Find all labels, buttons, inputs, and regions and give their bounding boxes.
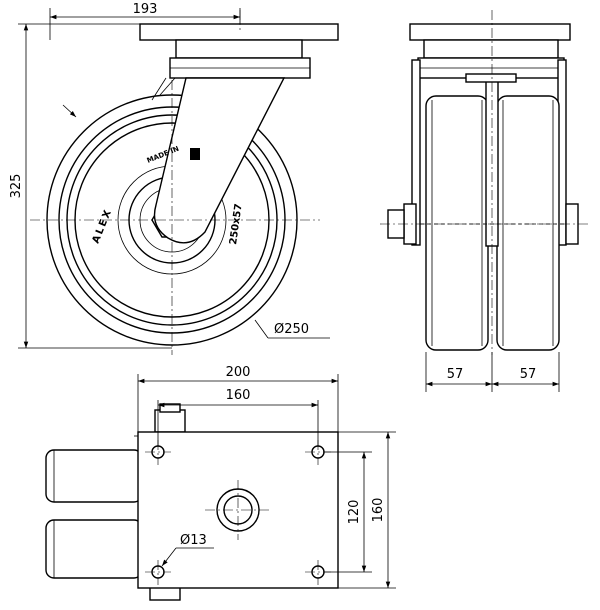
dim-plate-height: 160: [371, 498, 386, 523]
fork-leg-left: [411, 59, 421, 246]
front-view: 57 57: [380, 10, 590, 392]
front-top-plate: [409, 23, 571, 41]
brand-label: ALEX: [91, 207, 115, 245]
front-wheel-left: [425, 95, 489, 351]
plan-view: 200 160 120 160 Ø13: [45, 365, 396, 601]
fork-arm: [153, 77, 286, 244]
dim-hole-spacing-y: 120: [347, 500, 362, 525]
dim-hole-spacing-x: 160: [226, 388, 251, 403]
dim-hole-diameter: Ø13: [180, 533, 207, 548]
dim-top-plate-width: 193: [133, 2, 158, 17]
logo-mark: [190, 148, 200, 160]
side-view: MADE IN ALEX 250x57 193 325 Ø250: [9, 2, 339, 355]
dim-wheel-width-right: 57: [520, 367, 537, 382]
top-plate: [139, 23, 339, 41]
size-label: 250x57: [228, 203, 245, 245]
dim-wheel-width-left: 57: [447, 367, 464, 382]
swivel-head: [175, 39, 303, 59]
front-wheel-right: [496, 95, 560, 351]
dim-plate-width: 200: [226, 365, 251, 380]
plan-bolt-head: [154, 409, 186, 433]
dim-overall-height: 325: [9, 174, 24, 199]
plan-wheel-bottom: [45, 519, 143, 579]
plan-wheel-top: [45, 449, 143, 503]
dim-wheel-diameter: Ø250: [274, 322, 309, 337]
